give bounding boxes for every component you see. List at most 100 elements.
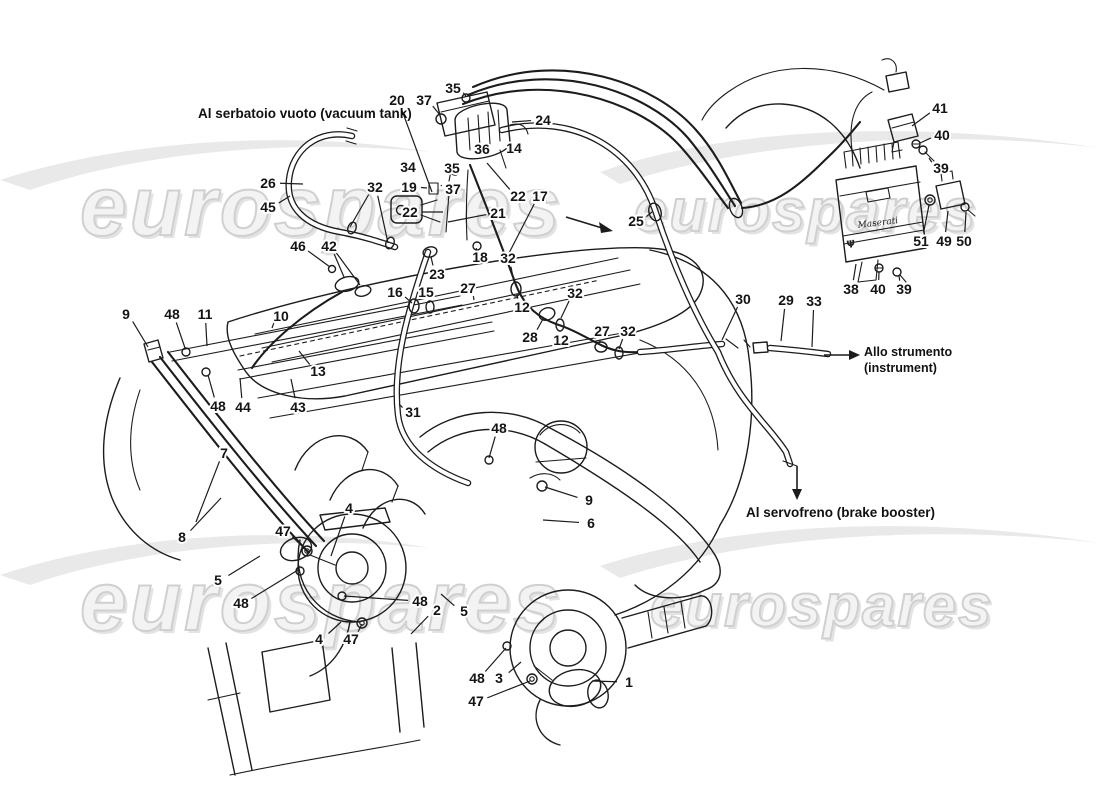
part-number-label: 19 [401,179,417,195]
part-number-label: 12 [514,299,530,315]
leader-line [536,318,544,330]
part-number-label: 6 [587,515,595,531]
leader-line [333,253,345,278]
part-number-label: 38 [843,281,859,297]
part-number-label: 35 [444,160,460,176]
part-number-label: 27 [594,323,610,339]
part-number-label: 40 [870,281,886,297]
part-number-label: 47 [343,631,359,647]
part-number-label: 37 [416,92,432,108]
leader-line [290,378,296,399]
part-number-label: 35 [445,80,461,96]
engine-line-art [102,58,976,776]
leader-line [298,350,311,365]
leader-line [404,296,413,304]
leader-line [278,195,291,204]
part-number-label: 45 [260,199,276,215]
leader-line [440,593,455,607]
part-number-label: 2 [433,602,441,618]
watermark-text: eurospares [79,553,563,649]
part-number-label: 22 [510,188,526,204]
leader-line [919,137,931,144]
leader-line [721,306,739,341]
leader-line [205,322,208,347]
part-number-label: 11 [198,306,213,322]
part-number-label: 3 [495,670,503,686]
leader-line [328,621,342,634]
part-number-label: 30 [735,291,751,307]
part-number-label: 34 [400,159,416,175]
part-number-label: 1 [625,674,633,690]
part-number-label: 18 [472,249,488,265]
leader-line [472,295,475,301]
part-number-label: 48 [210,398,226,414]
leader-line [420,186,428,189]
part-number-label: 41 [932,100,948,116]
leader-line [488,436,496,459]
annotation-instrument-line1: Allo strumento [864,345,953,359]
part-number-label: 20 [389,92,405,108]
leader-line [228,555,261,577]
part-number-label: 48 [164,306,180,322]
leader-line [618,338,624,350]
leader-line [928,157,933,163]
leader-line [251,569,299,600]
leader-line [400,108,433,193]
part-number-label: 48 [491,420,507,436]
part-number-label: 9 [122,306,130,322]
part-number-label: 28 [522,329,538,345]
leader-line [462,92,467,97]
part-number-label: 42 [321,238,337,254]
leader-line [811,309,815,348]
part-number-label: 39 [933,160,949,176]
leader-line [511,119,532,123]
part-number-label: 51 [913,233,929,249]
part-number-label: 22 [402,204,418,220]
leader-lines [132,92,967,699]
part-number-label: 50 [956,233,972,249]
leader-line [560,300,570,319]
leader-line [898,275,901,281]
leader-line [343,595,409,602]
leader-line [507,203,535,256]
part-number-label: 46 [290,238,306,254]
part-number-label: 12 [553,332,569,348]
leader-line [432,105,441,116]
leader-line [291,536,306,550]
leader-line [780,308,786,342]
part-number-label: 24 [535,112,551,128]
part-number-label: 29 [778,292,794,308]
leader-line [944,210,949,233]
part-number-label: 25 [628,213,644,229]
part-number-label: 16 [387,284,403,300]
leader-line [357,623,363,633]
leader-line [542,519,580,524]
part-number-label: 10 [273,308,289,324]
part-number-label: 33 [806,293,822,309]
part-number-label: 47 [468,693,484,709]
part-number-label: 14 [506,140,522,156]
part-number-label: 48 [233,595,249,611]
part-number-label: 7 [220,445,228,461]
leader-line [440,184,443,187]
leader-line [132,321,149,348]
annotation-brake-booster: Al servofreno (brake booster) [746,505,936,520]
leader-line [508,661,522,674]
leader-line [430,256,434,266]
leader-line [410,615,429,635]
part-number-label: 4 [315,631,323,647]
watermark-text: eurospares [79,158,563,254]
part-number-label: 5 [214,572,222,588]
part-number-label: 15 [418,284,434,300]
part-number-label: 43 [290,399,306,415]
leader-line [398,403,404,408]
part-number-label: 44 [235,399,251,415]
part-number-label: 48 [469,670,485,686]
part-number-label: 36 [474,141,490,157]
part-number-label: 32 [620,323,636,339]
leader-line [349,194,370,228]
part-number-label: 47 [275,523,291,539]
leader-line [190,497,222,532]
